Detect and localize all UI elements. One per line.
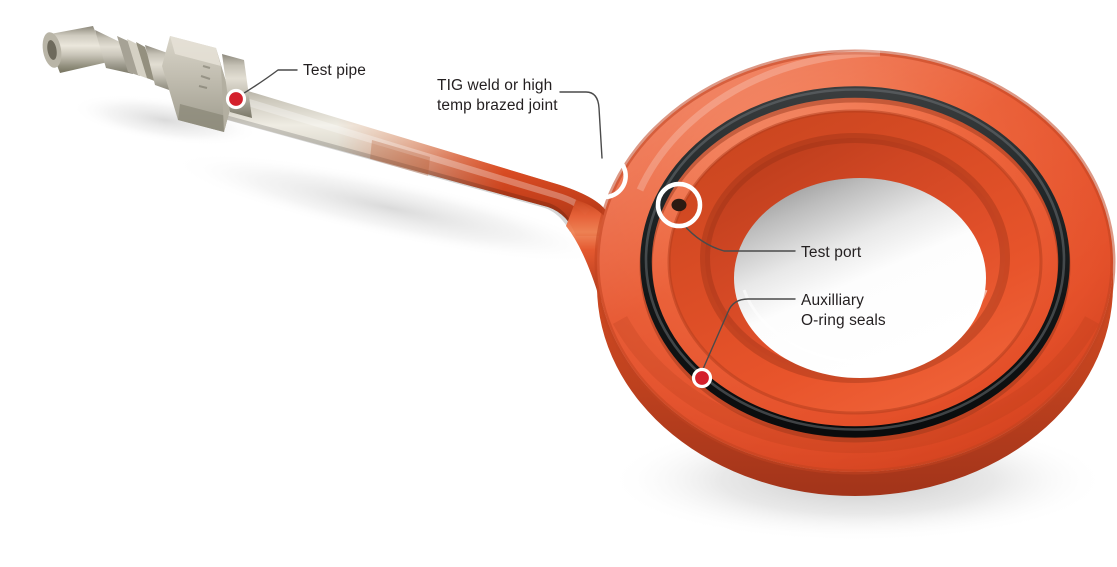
leader-line-tig-weld: [559, 91, 603, 159]
callout-label-tig-weld-line2: temp brazed joint: [437, 97, 558, 114]
pipe-weld-discoloration: [370, 140, 430, 176]
test-pipe-assembly: [42, 26, 660, 300]
pipe-highlight: [204, 86, 590, 215]
coupler-barrel: [45, 26, 108, 73]
pipe-orange-surface: [199, 78, 612, 236]
pipe-tube: [198, 78, 612, 236]
quick-connect-fitting: [42, 26, 252, 132]
coupler-bore: [47, 40, 57, 60]
hex-nut-right-edge: [216, 48, 232, 132]
outer-o-ring-highlight: [644, 88, 1066, 431]
hex-nut-top-facet: [170, 36, 221, 66]
marker-ring-test-port[interactable]: [655, 181, 703, 229]
callout-label-test-pipe: Test pipe: [303, 62, 366, 79]
flange-bottom-shade: [612, 316, 1100, 454]
callout-label-o-ring-line1: Auxilliary: [801, 292, 864, 309]
callout-test-pipe[interactable]: Test pipe: [225, 62, 366, 110]
callout-tig-weld[interactable]: TIG weld or high temp brazed joint: [437, 77, 628, 200]
hex-nut-bottom-facet: [178, 104, 226, 132]
test-port-hole: [671, 198, 687, 212]
test-flange: [594, 49, 1116, 496]
callout-test-port[interactable]: Test port: [655, 181, 862, 261]
marker-dot-o-ring-seals[interactable]: [691, 367, 713, 389]
pipe-drop-shadow: [169, 152, 611, 264]
outer-o-ring-seal: [639, 86, 1071, 443]
flange-rim-highlight: [636, 49, 881, 192]
callout-label-o-ring-line2: O-ring seals: [801, 312, 886, 329]
collar-ring-1: [117, 36, 140, 76]
pipe-lower-shade: [198, 108, 574, 232]
flange-inner-land-edge: [667, 109, 1043, 415]
leader-line-o-ring-seals: [702, 298, 796, 370]
flange-outer-bevel: [594, 49, 1116, 475]
callout-label-tig-weld-line1: TIG weld or high: [437, 77, 552, 94]
counterbore-inner-shadow: [700, 133, 1010, 383]
marker-dot-test-pipe[interactable]: [225, 88, 247, 110]
leader-line-test-pipe: [240, 69, 298, 96]
central-bore: [734, 178, 986, 378]
collar-ring-2: [127, 39, 149, 79]
marker-ring-tig-weld[interactable]: [588, 152, 628, 200]
callout-label-test-port: Test port: [801, 244, 862, 261]
leader-line-test-port: [682, 223, 796, 252]
nut-stamped-marking: [198, 65, 211, 89]
coupler-neck: [95, 30, 133, 74]
callout-auxilliary-o-ring-seals[interactable]: Auxilliary O-ring seals: [691, 292, 886, 389]
bore-lower-lip: [742, 289, 988, 364]
